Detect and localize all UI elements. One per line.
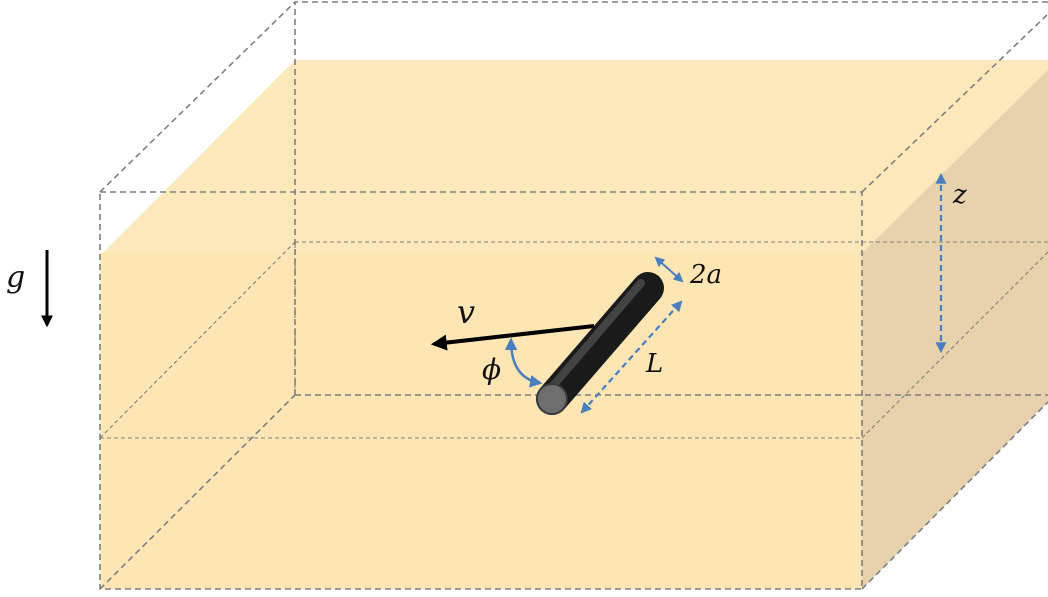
gravity-label: g	[6, 260, 25, 295]
angle-label: ϕ	[482, 353, 501, 386]
length-label: L	[645, 349, 663, 379]
depth-label: z	[952, 180, 967, 210]
angle-arc	[504, 337, 543, 388]
reference-planes	[99, 241, 1048, 439]
fluid-top-surface	[103, 60, 1048, 253]
diameter-dimension	[654, 256, 684, 283]
velocity-label: v	[457, 293, 475, 331]
length-dimension	[580, 300, 683, 414]
fluid-side-face	[862, 70, 1048, 589]
fluid-front-face	[100, 253, 862, 589]
rod-end-cap	[536, 383, 568, 415]
container-box-outline	[99, 1, 1048, 590]
diameter-label: 2a	[689, 260, 722, 290]
velocity-arrow	[430, 324, 595, 351]
